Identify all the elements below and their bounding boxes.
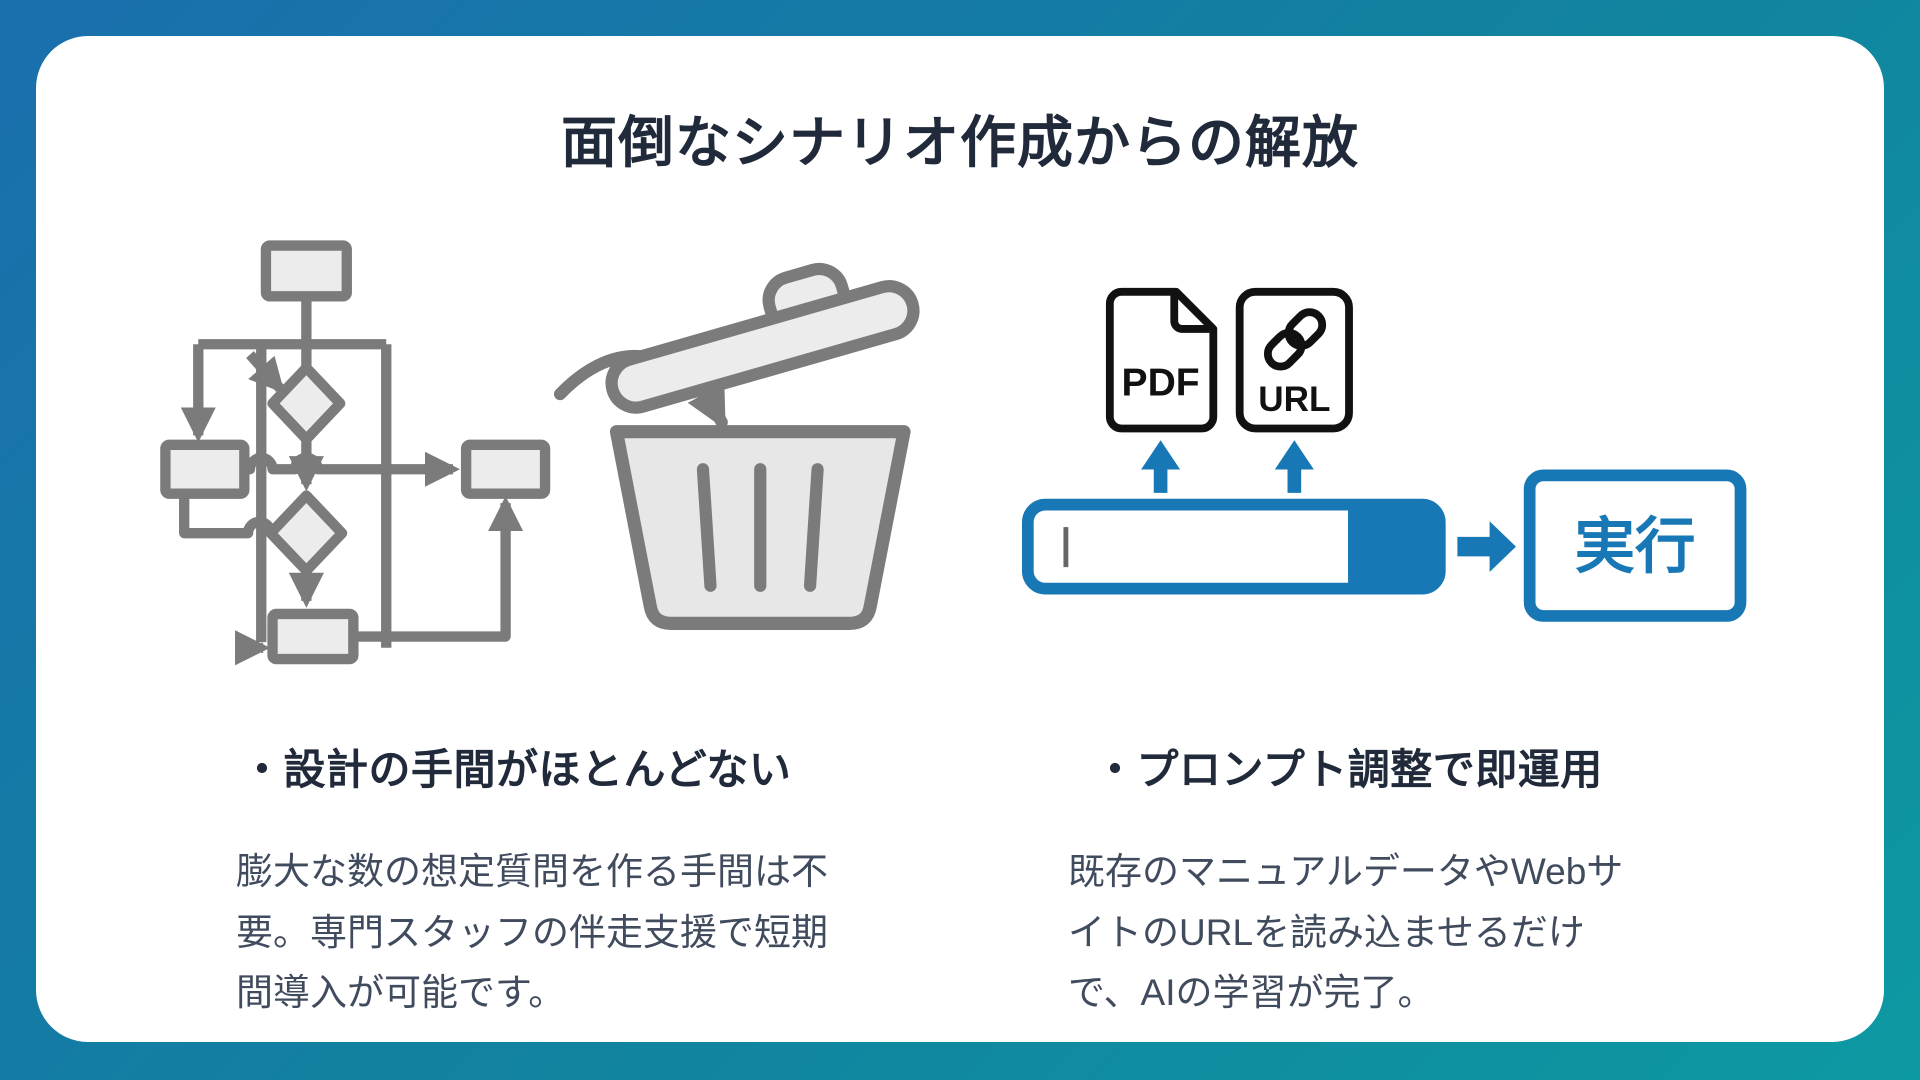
slide-card: 面倒なシナリオ作成からの解放 xyxy=(36,36,1884,1042)
feed-up-arrows xyxy=(1141,440,1314,493)
execute-label: 実行 xyxy=(1575,512,1696,580)
url-file-icon: URL xyxy=(1235,287,1353,433)
flowchart-left-box xyxy=(160,439,250,499)
execute-button: 実行 xyxy=(1523,469,1747,622)
trash-lid xyxy=(605,280,920,414)
left-feature-heading: ・設計の手間がほとんどない xyxy=(241,746,792,793)
right-feature-heading: ・プロンプト調整で即運用 xyxy=(1094,746,1603,793)
right-feature-body: 既存のマニュアルデータやWebサイトのURLを読み込ませるだけで、AIの学習が完… xyxy=(1068,851,1624,1014)
flowchart-diamond-2 xyxy=(265,490,348,576)
prompt-flow-illustration: PDF URL 実行 xyxy=(1021,287,1747,622)
up-arrow-pdf xyxy=(1141,440,1181,493)
url-label: URL xyxy=(1258,380,1330,419)
right-arrow xyxy=(1457,521,1516,573)
flowchart-bottom-box xyxy=(267,608,359,665)
pdf-file-icon: PDF xyxy=(1105,287,1218,433)
flowchart-top-box xyxy=(260,240,352,302)
pdf-label: PDF xyxy=(1122,361,1200,404)
trash-can-icon xyxy=(605,262,920,630)
trash-ribs xyxy=(696,463,824,592)
prompt-input xyxy=(1021,498,1446,595)
link-icon xyxy=(1263,308,1327,371)
up-arrow-url xyxy=(1274,440,1314,493)
left-feature-body: 膨大な数の想定質問を作る手間は不要。専門スタッフの伴走支援で短期間導入が可能です… xyxy=(236,851,828,1014)
flowchart-trash-illustration xyxy=(160,240,920,666)
flowchart-right-box xyxy=(460,439,551,499)
flowchart-diamond-1 xyxy=(267,362,346,445)
flowchart-nodes xyxy=(160,240,551,665)
slide-title: 面倒なシナリオ作成からの解放 xyxy=(561,111,1359,174)
